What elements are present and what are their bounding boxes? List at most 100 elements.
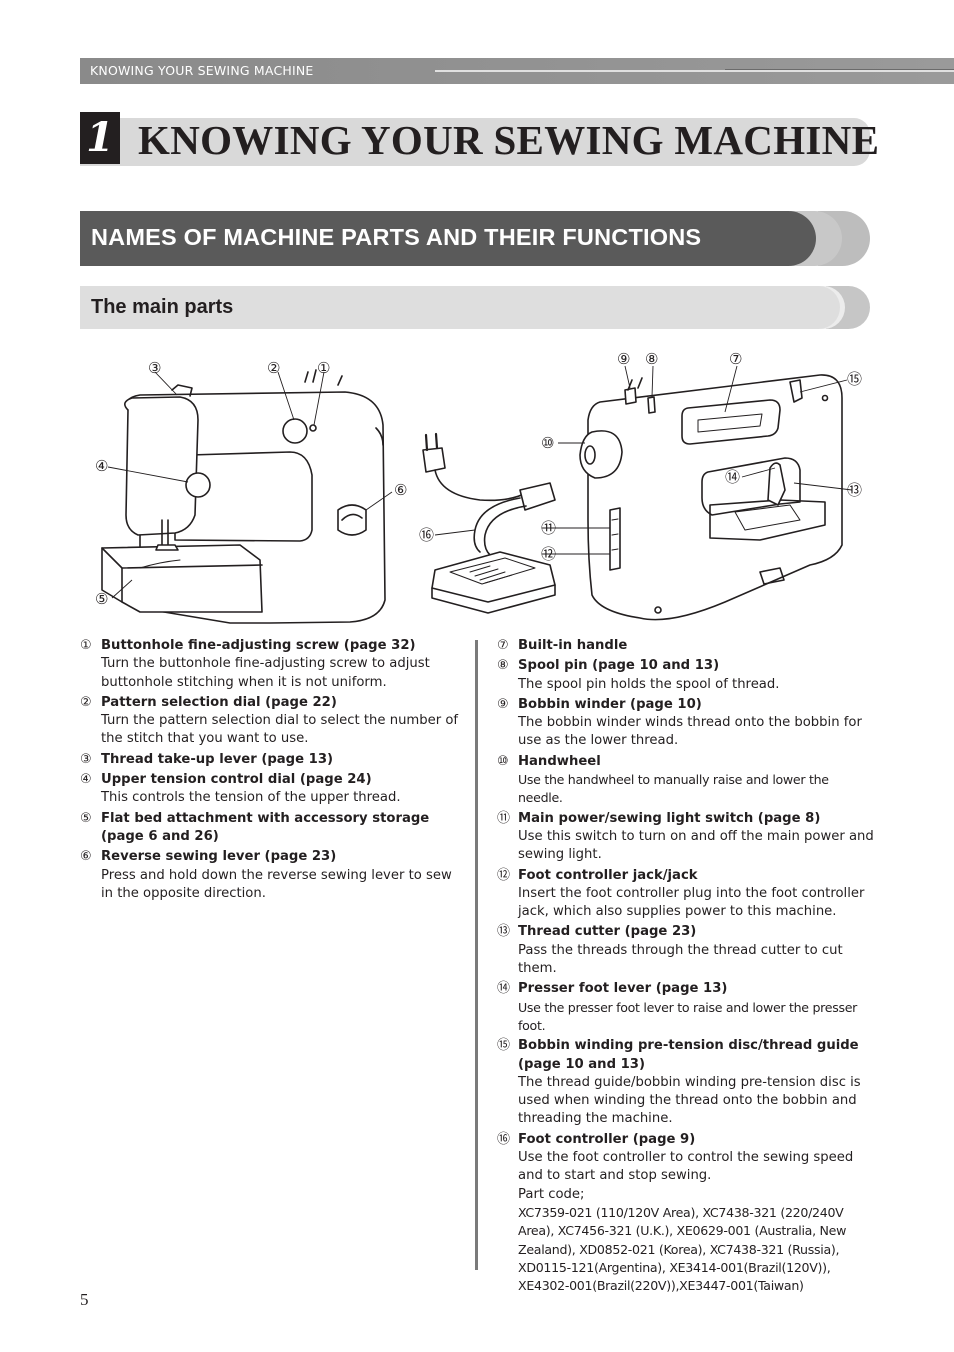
callout-6: ⑥ <box>394 481 407 499</box>
upper-tension-dial <box>185 472 211 498</box>
part-item: ⑮ Bobbin winding pre-tension disc/thread… <box>497 1037 877 1128</box>
part-number: ⑥ <box>80 849 92 865</box>
part-heading: Buttonhole fine-adjusting screw (page 32… <box>101 638 416 653</box>
part-heading: Pattern selection dial (page 22) <box>101 694 337 710</box>
callout-9: ⑨ <box>617 350 630 368</box>
part-item: ⑥ Reverse sewing lever (page 23) Press a… <box>80 848 465 903</box>
chapter-banner <box>80 118 870 166</box>
page-number: 5 <box>80 1290 89 1309</box>
chapter-number: 1 <box>80 112 120 164</box>
part-heading: Foot controller jack/jack <box>518 867 698 883</box>
callout-11: ⑪ <box>541 519 556 537</box>
running-header-rule <box>435 70 954 72</box>
part-number: ⑮ <box>497 1038 511 1054</box>
part-description: Use the handwheel to manually raise and … <box>518 772 829 806</box>
part-number: ⑤ <box>80 810 92 826</box>
bobbin-winder <box>624 387 637 405</box>
part-number: ⑦ <box>497 638 509 653</box>
part-number: ⑯ <box>497 1131 511 1147</box>
callout-2: ② <box>267 359 280 377</box>
callout-7: ⑦ <box>729 350 742 368</box>
foot-controller <box>431 551 556 603</box>
callout-8: ⑧ <box>645 350 658 368</box>
part-description: The thread guide/bobbin winding pre-tens… <box>518 1074 861 1127</box>
machine-parts-illustration: ③ ② ① ④ ⑤ ⑥ ⑨ ⑧ ⑦ ⑮ ⑩ ⑭ ⑬ ⑪ ⑯ ⑫ <box>95 350 862 624</box>
subsection-title: The main parts <box>91 296 234 318</box>
section-title: NAMES OF MACHINE PARTS AND THEIR FUNCTIO… <box>91 224 702 250</box>
part-number: ④ <box>80 772 92 788</box>
pattern-selection-dial <box>282 418 308 444</box>
power-plug <box>422 447 446 473</box>
presser-foot <box>767 462 786 506</box>
part-description: Use the presser foot lever to raise and … <box>518 999 858 1033</box>
part-code-list: XC7359-021 (110/120V Area), XC7438-321 (… <box>518 1204 847 1294</box>
callout-14: ⑭ <box>725 468 740 486</box>
callout-16: ⑯ <box>419 526 434 544</box>
part-item: ⑦ Built-in handle <box>497 637 877 655</box>
part-code-label: Part code; <box>518 1186 585 1202</box>
parts-list-right: ⑦ Built-in handle ⑧ Spool pin (page 10 a… <box>497 637 877 1297</box>
callout-4: ④ <box>95 457 108 475</box>
part-number: ③ <box>80 751 92 767</box>
part-heading: Flat bed attachment with accessory stora… <box>101 810 430 844</box>
part-heading: Bobbin winding pre-tension disc/thread g… <box>518 1038 859 1072</box>
callout-15: ⑮ <box>847 370 862 388</box>
part-number: ⑬ <box>497 924 511 940</box>
part-description: Turn the buttonhole fine-adjusting screw… <box>101 656 430 690</box>
part-item: ⑪ Main power/sewing light switch (page 8… <box>497 810 877 865</box>
handwheel <box>579 430 623 479</box>
part-description: Pass the threads through the thread cutt… <box>518 942 843 977</box>
part-item: ② Pattern selection dial (page 22) Turn … <box>80 694 465 749</box>
part-number: ⑭ <box>497 981 511 997</box>
callout-10: ⑩ <box>541 434 554 452</box>
part-description: The bobbin winder winds thread onto the … <box>518 715 862 749</box>
part-heading: Foot controller (page 9) <box>518 1131 696 1147</box>
thread-guide <box>789 379 803 403</box>
part-heading: Built-in handle <box>518 638 628 653</box>
part-item: ⑬ Thread cutter (page 23) Pass the threa… <box>497 923 877 978</box>
spool-pin <box>647 396 656 414</box>
running-header: KNOWING YOUR SEWING MACHINE <box>80 58 954 84</box>
part-heading: Main power/sewing light switch (page 8) <box>518 810 821 826</box>
part-item: ③ Thread take-up lever (page 13) <box>80 751 465 769</box>
running-header-text: KNOWING YOUR SEWING MACHINE <box>90 63 314 78</box>
part-description: Use the foot controller to control the s… <box>518 1150 854 1184</box>
part-item: ④ Upper tension control dial (page 24) T… <box>80 771 465 808</box>
part-description: Use this switch to turn on and off the m… <box>518 828 874 863</box>
connector-plug <box>519 482 556 511</box>
part-heading: Upper tension control dial (page 24) <box>101 772 372 788</box>
part-item: ⑩ Handwheel Use the handwheel to manuall… <box>497 753 877 808</box>
part-item: ⑯ Foot controller (page 9) Use the foot … <box>497 1131 877 1296</box>
part-number: ⑨ <box>497 696 509 712</box>
callout-3: ③ <box>148 359 161 377</box>
part-number: ② <box>80 694 92 710</box>
part-heading: Spool pin (page 10 and 13) <box>518 658 720 674</box>
reverse-lever <box>337 504 367 536</box>
front-thread-cover <box>124 396 199 536</box>
part-item: ⑤ Flat bed attachment with accessory sto… <box>80 810 465 847</box>
power-switch <box>609 507 621 571</box>
part-item: ① Buttonhole fine-adjusting screw (page … <box>80 637 465 692</box>
part-description: Press and hold down the reverse sewing l… <box>101 867 452 901</box>
part-description: Insert the foot controller plug into the… <box>518 885 865 920</box>
flat-bed <box>101 544 263 613</box>
subsection-banner <box>80 286 840 329</box>
column-divider <box>475 640 478 1270</box>
part-heading: Thread take-up lever (page 13) <box>101 751 334 767</box>
part-heading: Presser foot lever (page 13) <box>518 981 728 997</box>
part-heading: Handwheel <box>518 753 601 769</box>
section-banner <box>80 211 816 266</box>
chapter-title: KNOWING YOUR SEWING MACHINE <box>138 117 880 163</box>
callout-1: ① <box>317 359 330 377</box>
part-heading: Reverse sewing lever (page 23) <box>101 849 337 865</box>
part-number: ⑪ <box>497 810 511 826</box>
part-number: ① <box>80 638 92 653</box>
running-header-rule-dark <box>725 69 954 70</box>
part-description: This controls the tension of the upper t… <box>101 790 401 806</box>
part-description: The spool pin holds the spool of thread. <box>518 676 780 692</box>
part-item: ⑭ Presser foot lever (page 13) Use the p… <box>497 980 877 1035</box>
part-heading: Thread cutter (page 23) <box>518 924 697 940</box>
part-number: ⑩ <box>497 753 509 769</box>
parts-list-left: ① Buttonhole fine-adjusting screw (page … <box>80 637 465 905</box>
part-number: ⑧ <box>497 658 509 674</box>
